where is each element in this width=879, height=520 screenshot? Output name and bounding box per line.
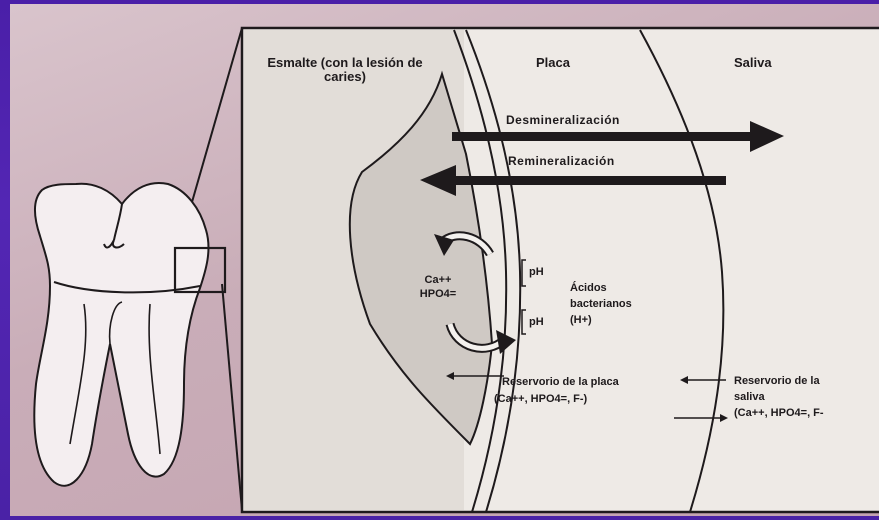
enamel-zone-label: Esmalte (con la lesión de caries) [260,56,430,85]
plaque-reservoir-line1: Reservorio de la placa [502,376,619,388]
bacterial-acids-line2: bacterianos [570,298,632,310]
zoom-line-bottom [222,284,242,510]
ion-ca-label: Ca++ [414,274,462,286]
plaque-reservoir-line2: (Ca++, HPO4=, F-) [494,393,587,405]
ph-label-top: pH [529,266,544,278]
zoom-line-top [188,28,242,216]
saliva-reservoir-line3: (Ca++, HPO4=, F- [734,407,824,419]
bacterial-acids-line3: (H+) [570,314,592,326]
tooth-outline [34,183,208,486]
saliva-reservoir-line1: Reservorio de la [734,375,820,387]
saliva-zone-label: Saliva [734,56,772,70]
caries-diagram [10,4,879,516]
bacterial-acids-line1: Ácidos [570,282,607,294]
demineralization-label: Desmineralización [506,114,620,127]
slide-background: Esmalte (con la lesión de caries) Placa … [10,4,879,516]
ph-label-bottom: pH [529,316,544,328]
tooth-illustration [34,183,225,486]
plaque-zone-label: Placa [536,56,570,70]
remineralization-label: Remineralización [508,155,615,168]
ion-hpo4-label: HPO4= [410,288,466,300]
saliva-reservoir-line2: saliva [734,391,765,403]
